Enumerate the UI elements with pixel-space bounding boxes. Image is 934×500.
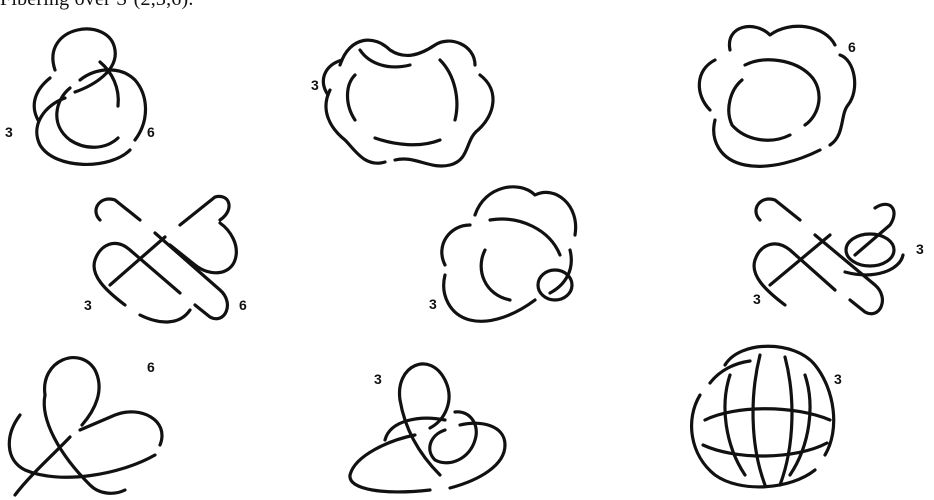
knot-r1c3-label-6: 6 [848,40,856,54]
knot-r3c2-label-3: 3 [374,372,382,386]
knot-r3c3-label-3: 3 [834,372,842,386]
knot-r1c2-label-3: 3 [311,78,319,92]
knot-r2c3-label-3a: 3 [916,242,924,256]
knot-r2c3 [735,180,925,330]
knot-r1c2 [300,20,520,190]
knot-r1c1 [0,10,180,170]
knot-r1c1-label-6: 6 [147,125,155,139]
knot-r2c1 [70,185,260,335]
knot-r1c1-label-3: 3 [5,125,13,139]
knot-r3c2 [330,340,520,500]
knot-r2c3-label-3b: 3 [753,292,761,306]
knot-r2c1-label-3: 3 [84,298,92,312]
knot-r2c2-label-3: 3 [429,297,437,311]
knot-r2c2 [415,175,615,345]
knot-r3c1-label-6: 6 [147,360,155,374]
knot-r3c3 [675,335,855,500]
knot-r1c3 [670,10,890,185]
knot-r2c1-label-6: 6 [239,298,247,312]
